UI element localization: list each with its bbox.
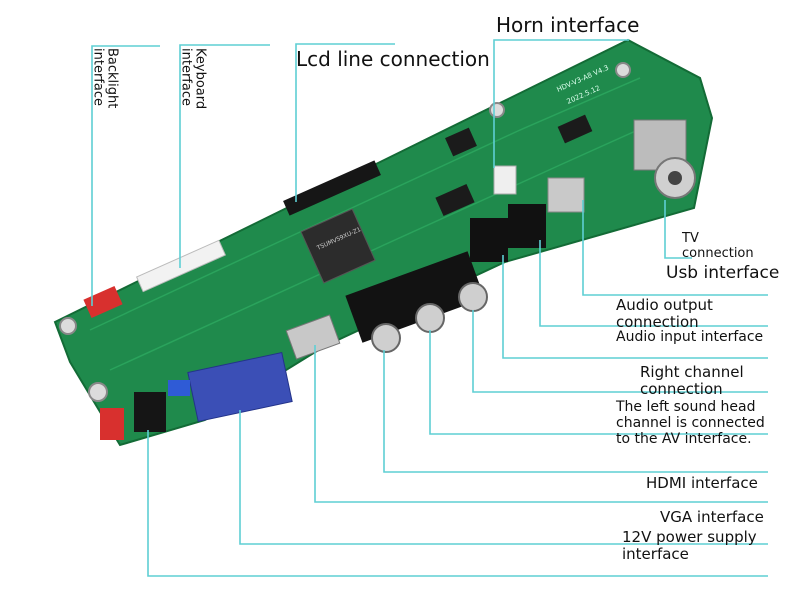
leader-line-usb	[582, 200, 768, 296]
horn-connector	[493, 165, 517, 195]
rca-jack	[371, 323, 401, 353]
audio-jack	[470, 218, 508, 262]
label-backlight: Backlight interface	[90, 48, 120, 109]
lcd-header	[283, 160, 381, 216]
label-power: 12V power supply interface	[622, 528, 757, 564]
rca-jack	[458, 282, 488, 312]
tv-jack-pin	[668, 171, 682, 185]
leader-line-vga	[314, 345, 768, 503]
leader-line-keyboard	[179, 44, 270, 268]
label-usb: Usb interface	[666, 263, 780, 283]
leader-line-audio-output	[539, 240, 768, 327]
leader-line-power	[147, 430, 768, 577]
keyboard-connector	[135, 239, 227, 293]
leader-line-horn	[493, 39, 629, 168]
label-left-channel: The left sound head channel is connected…	[616, 399, 765, 448]
leader-line-right-channel	[472, 310, 768, 393]
leader-line-backlight	[91, 45, 160, 306]
label-audio-output: Audio output connection	[616, 296, 713, 332]
leader-line-tv	[664, 200, 692, 259]
ic-chip	[445, 127, 477, 157]
label-horn: Horn interface	[496, 13, 640, 37]
mounting-hole	[489, 102, 505, 118]
label-lcd-line: Lcd line connection	[296, 47, 490, 71]
leader-line-lcd	[295, 43, 395, 202]
pcb-trace	[89, 77, 641, 331]
small-connector	[168, 380, 190, 396]
label-audio-input: Audio input interface	[616, 329, 764, 345]
leader-line-vga-2	[239, 410, 768, 545]
main-chip	[300, 208, 376, 284]
ic-chip	[435, 183, 475, 217]
rca-jack	[415, 303, 445, 333]
power-connector-red	[100, 408, 124, 440]
leader-lines	[91, 39, 768, 577]
leader-line-hdmi	[383, 350, 768, 473]
av-block	[345, 251, 485, 343]
ic-chip	[557, 114, 593, 144]
label-hdmi: HDMI interface	[646, 474, 758, 492]
pcb-trace	[109, 119, 661, 371]
vga-port	[187, 351, 293, 423]
label-keyboard: Keyboard interface	[178, 48, 208, 110]
label-tv: TV connection	[682, 231, 754, 261]
label-vga: VGA interface	[660, 508, 764, 526]
usb-port	[547, 177, 585, 213]
mounting-hole	[88, 382, 108, 402]
hdmi-port	[285, 314, 341, 360]
power-jack	[134, 392, 166, 432]
mounting-hole	[615, 62, 631, 78]
leader-line-audio-input	[502, 255, 768, 359]
label-right-channel: Right channel connection	[640, 363, 744, 399]
backlight-connector	[83, 285, 123, 319]
leader-line-left-channel	[429, 330, 768, 435]
pcb-board	[53, 38, 714, 447]
mounting-hole	[59, 317, 77, 335]
